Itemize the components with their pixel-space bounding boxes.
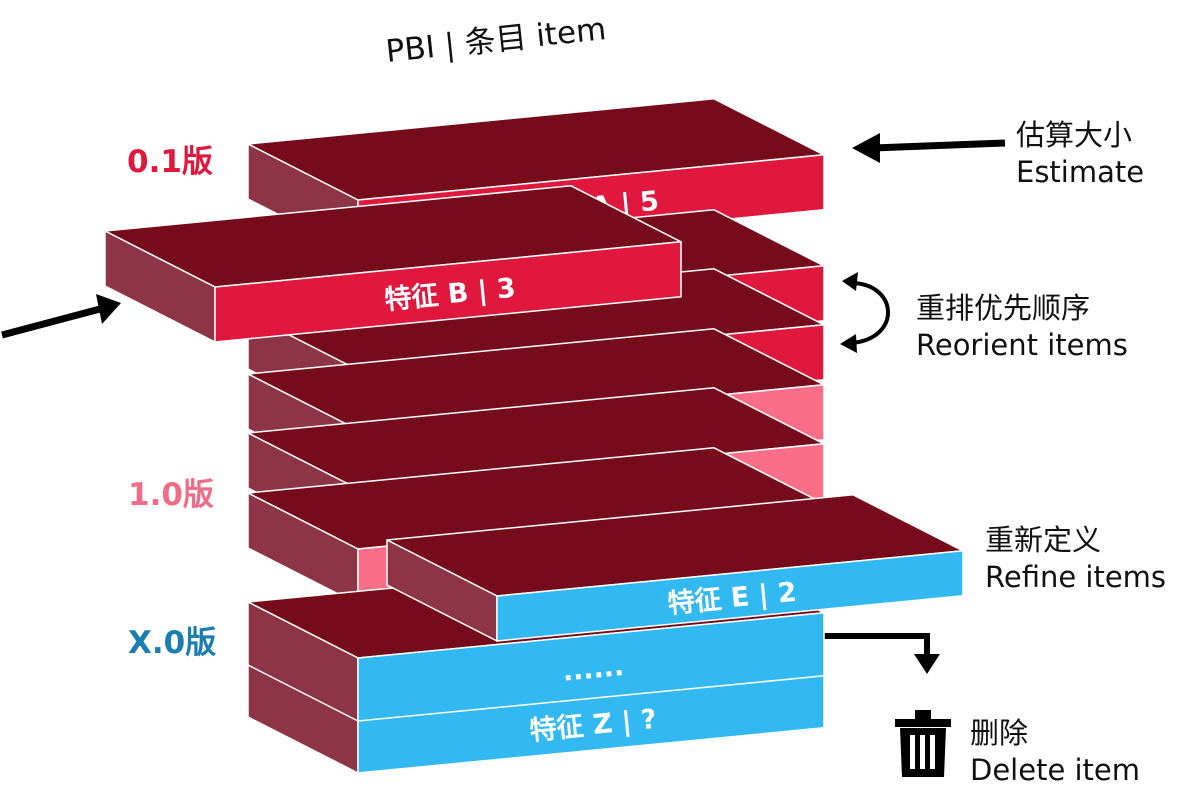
reorder-label-en: Reorient items (916, 328, 1128, 362)
arrow-right-icon (1, 294, 121, 339)
trash-icon (895, 710, 951, 777)
backlog-item: 特征 B | 3 (104, 185, 682, 343)
estimate-label: 估算大小 Estimate (1016, 117, 1144, 191)
version-1-0-label: 1.0版 (128, 477, 214, 513)
delete-label-en: Delete item (970, 753, 1141, 787)
item-front-face (214, 241, 682, 343)
version-x-0-label: X.0版 (128, 625, 217, 661)
estimate-label-en: Estimate (1016, 155, 1145, 189)
item-front-face (357, 612, 825, 722)
delete-label: 删除 Delete item (970, 715, 1140, 789)
version-0-1-label: 0.1版 (127, 144, 213, 180)
reorder-label: 重排优先顺序 Reorient items (916, 290, 1128, 364)
refine-label-zh: 重新定义 (985, 523, 1102, 557)
item-front-face (496, 550, 964, 642)
item-label: ...... (561, 651, 625, 688)
circular-arrows-icon (840, 272, 890, 353)
backlog-item: 特征 E | 2 (386, 494, 964, 642)
refine-label: 重新定义 Refine items (985, 522, 1166, 596)
elbow-arrow-icon (808, 633, 940, 674)
reorder-label-zh: 重排优先顺序 (916, 291, 1091, 325)
arrow-left-icon (852, 133, 1006, 163)
delete-label-zh: 删除 (970, 716, 1029, 750)
refine-label-en: Refine items (985, 560, 1167, 594)
estimate-label-zh: 估算大小 (1016, 118, 1133, 152)
